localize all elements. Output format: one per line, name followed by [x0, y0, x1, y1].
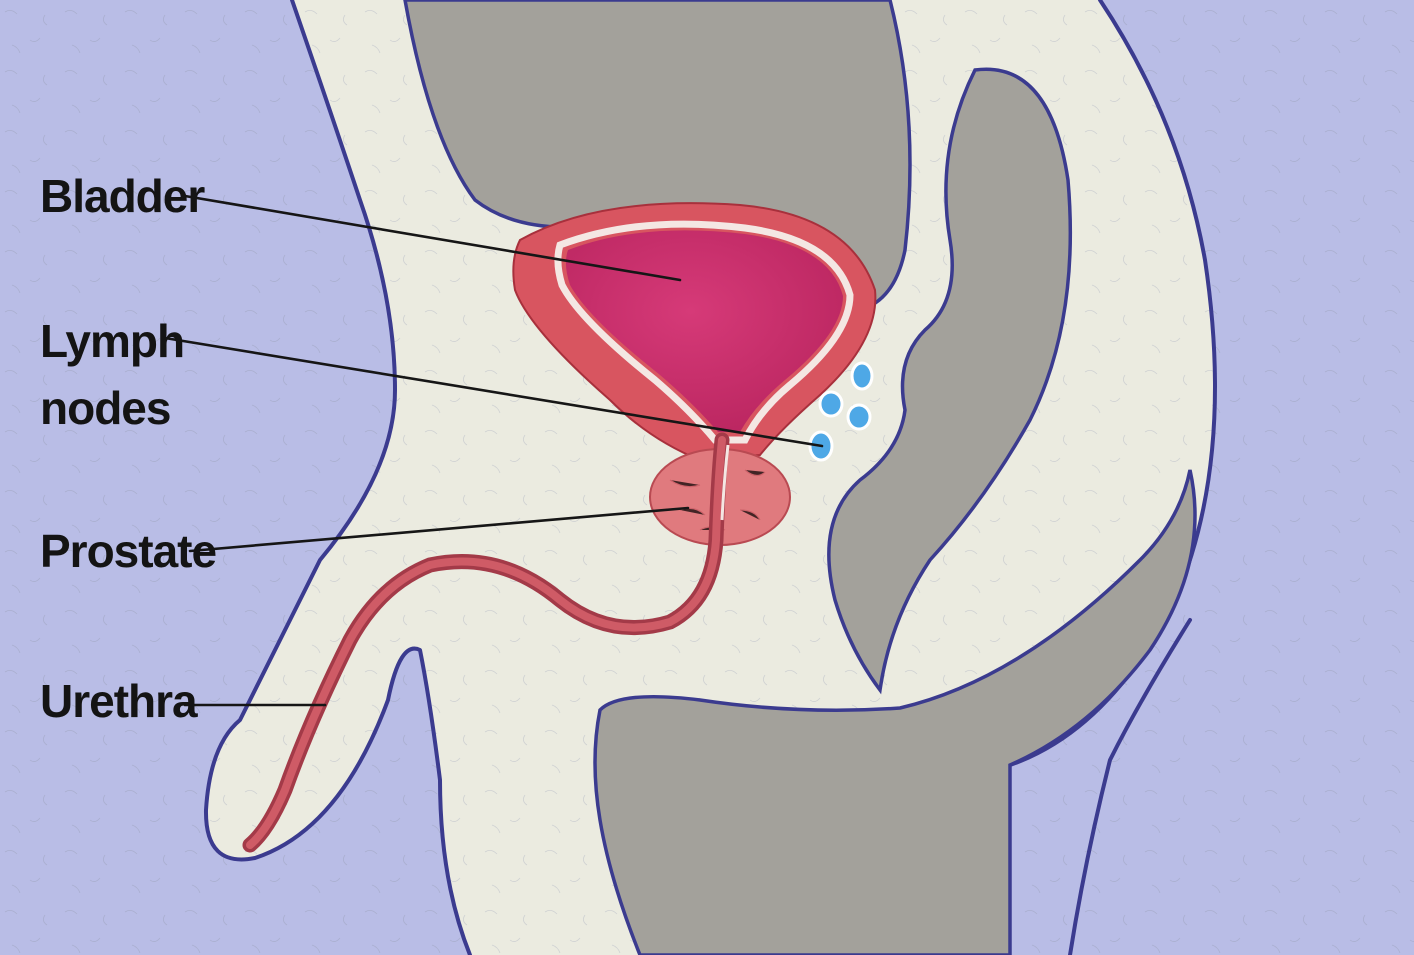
lymph-node: [852, 363, 872, 389]
lymph-node: [848, 405, 870, 429]
label-lymph-nodes-line2: nodes: [40, 382, 170, 434]
lymph-node: [820, 392, 842, 416]
label-prostate: Prostate: [40, 525, 216, 577]
label-lymph-nodes-line1: Lymph: [40, 315, 184, 367]
label-bladder: Bladder: [40, 170, 205, 222]
label-urethra: Urethra: [40, 675, 198, 727]
